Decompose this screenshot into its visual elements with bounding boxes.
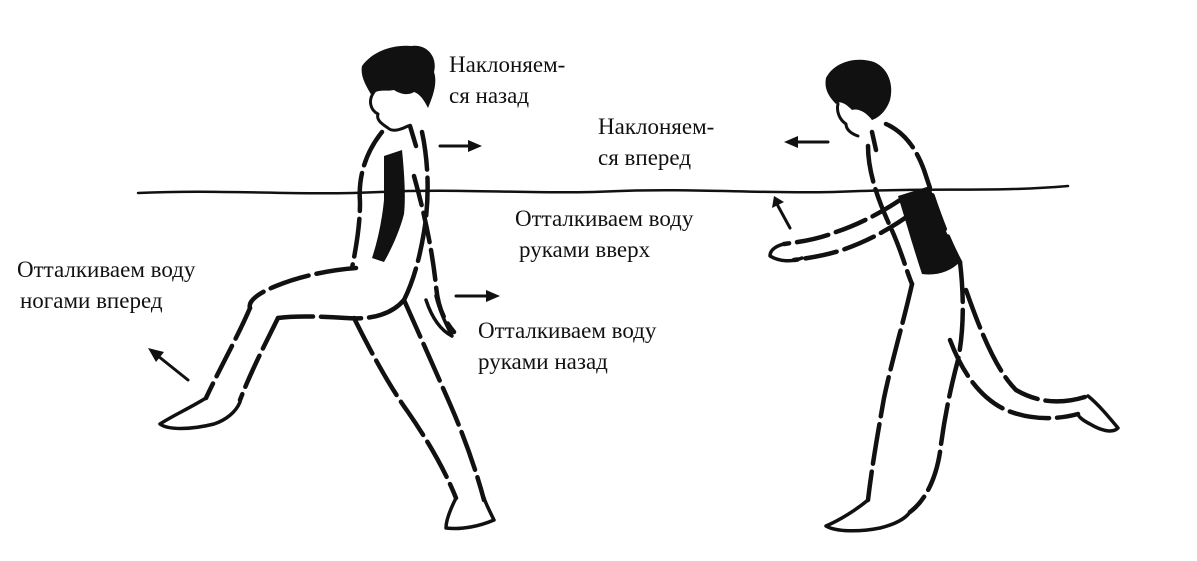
label-push-back-line1: Отталкиваем воду (478, 318, 657, 343)
label-lean-forward-line2: ся вперед (598, 145, 692, 170)
right-swimmer-hands (768, 242, 804, 263)
arrow-push-up (772, 196, 792, 230)
left-swimmer-figure (158, 45, 496, 531)
arrow-push-back (454, 290, 500, 302)
right-swimmer-front (865, 143, 915, 287)
right-swimmer-face (836, 102, 860, 138)
label-push-back-line2: руками назад (478, 349, 608, 374)
right-swimmer-front-foot (824, 498, 912, 533)
label-push-up: Отталкиваем воду руками вверх (515, 203, 693, 265)
left-swimmer-front-foot (158, 396, 242, 431)
left-swimmer-back-foot (444, 496, 496, 531)
left-swimmer-front-shin (203, 305, 253, 401)
label-push-up-line2: руками вверх (519, 237, 651, 262)
right-swimmer-swimsuit (898, 186, 960, 275)
label-lean-back: Наклоняем- ся назад (449, 49, 565, 111)
left-swimmer-back-thigh (351, 315, 459, 501)
label-lean-back-line1: Наклоняем- (449, 52, 566, 77)
right-swimmer-rear-foot (1076, 394, 1120, 433)
left-swimmer-front-thigh-low (275, 297, 407, 321)
label-push-legs-line2: ногами вперед (20, 288, 163, 313)
label-lean-forward-line1: Наклоняем- (598, 114, 715, 139)
label-lean-back-line2: ся назад (449, 83, 530, 108)
left-swimmer-torso (349, 129, 385, 271)
left-swimmer-neck (407, 123, 419, 149)
right-swimmer-arm-lower (791, 213, 911, 263)
arrow-push-legs (148, 348, 190, 382)
right-swimmer-rear-leg-inner (947, 337, 1081, 421)
left-swimmer-back (401, 129, 430, 303)
right-swimmer-arm-upper (781, 197, 903, 247)
right-swimmer-figure (768, 59, 1120, 533)
label-lean-forward: Наклоняем- ся вперед (598, 111, 714, 173)
label-push-back: Отталкиваем воду руками назад (478, 315, 656, 377)
left-swimmer-front-thigh (247, 265, 359, 311)
left-swimmer-hand (424, 294, 454, 338)
label-push-up-line1: Отталкиваем воду (515, 206, 694, 231)
right-swimmer-thigh-back (907, 259, 966, 515)
label-push-legs-line1: Отталкиваем воду (17, 257, 196, 282)
right-swimmer-rear-leg (963, 287, 1091, 404)
left-swimmer-arm (411, 173, 457, 335)
label-push-legs: Отталкиваем воду ногами вперед (17, 254, 195, 316)
right-swimmer-neck (869, 129, 879, 153)
right-swimmer-hair (825, 59, 892, 120)
arrow-lean-forward (784, 136, 830, 148)
arrow-lean-back (438, 140, 482, 152)
left-swimmer-swimsuit (372, 150, 405, 262)
left-swimmer-face (369, 90, 410, 132)
left-swimmer-hair (361, 45, 436, 108)
right-swimmer-thigh-front (865, 281, 915, 503)
left-swimmer-back-thigh-rear (401, 297, 487, 503)
left-swimmer-front-shin-back (237, 315, 281, 403)
